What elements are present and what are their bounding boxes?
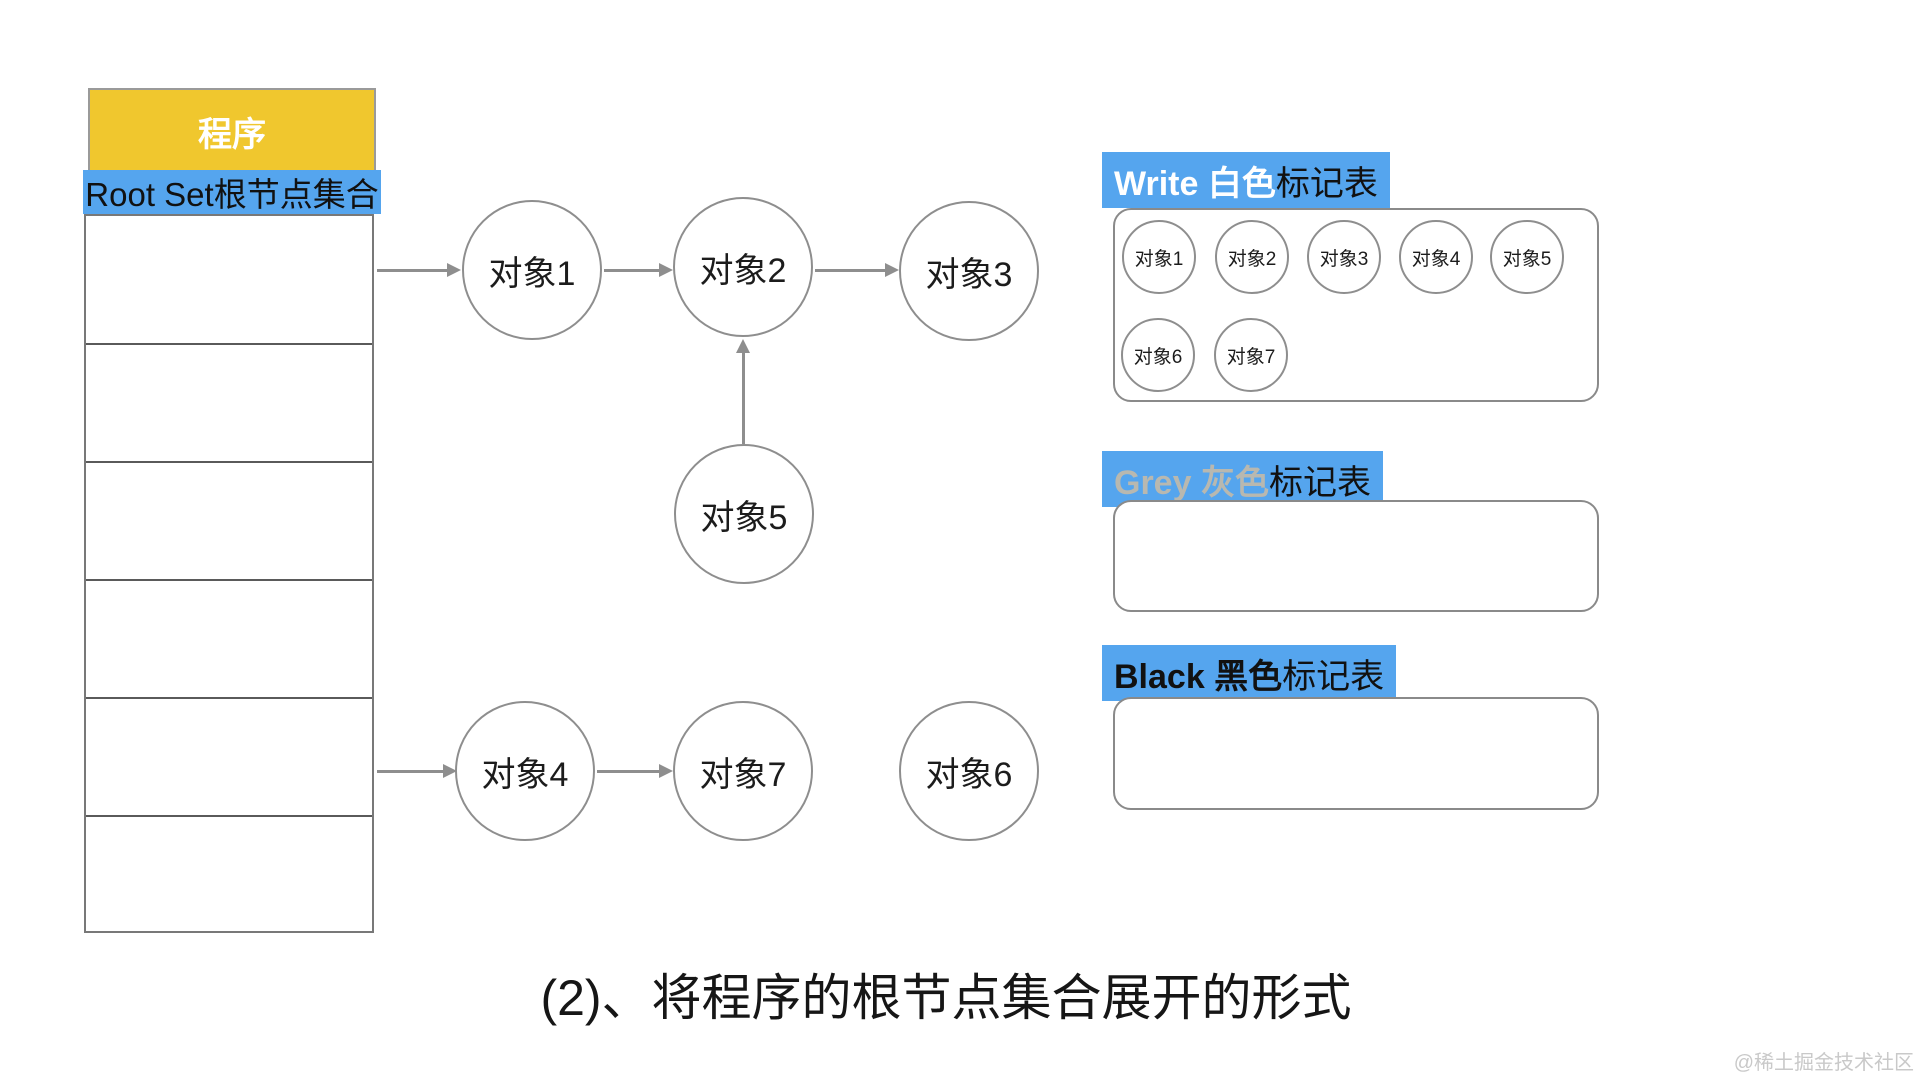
arrow-obj4-to-obj7 [597,770,660,773]
white-mark-title-highlight: Write 白色 [1114,164,1276,203]
graph-node-obj5: 对象5 [674,444,814,584]
arrowhead-obj1-to-obj2 [659,263,673,277]
white-table-node-obj2: 对象2 [1215,220,1289,294]
root-set-empty-row [86,817,372,931]
arrowhead-obj4-to-obj7 [659,764,673,778]
arrow-rootset-to-obj1 [377,269,448,272]
grey-mark-table-title: Grey 灰色标记表 [1102,451,1383,507]
root-set-banner: Root Set根节点集合 [83,170,381,214]
grey-mark-table-box [1113,500,1599,612]
watermark: @稀土掘金技术社区 [1733,1052,1914,1074]
white-table-node-obj5: 对象5 [1490,220,1564,294]
program-label: 程序 [198,115,266,154]
white-table-node-obj4-label: 对象4 [1411,248,1461,270]
program-header: 程序 [88,88,376,174]
graph-node-obj2-label: 对象2 [699,251,787,290]
white-table-node-obj7-label: 对象7 [1226,346,1276,368]
root-set-empty-row [86,581,372,699]
black-mark-table-box [1113,697,1599,810]
root-set-empty-row [86,216,372,345]
arrowhead-rootset-to-obj1 [447,263,461,277]
arrowhead-rootset-to-obj4 [443,764,457,778]
white-mark-title-rest: 标记表 [1275,164,1378,203]
root-set-empty-row [86,463,372,581]
graph-node-obj6-label: 对象6 [925,755,1013,794]
white-table-node-obj4: 对象4 [1399,220,1473,294]
black-mark-title-rest: 标记表 [1282,657,1385,696]
white-table-node-obj3: 对象3 [1307,220,1381,294]
black-mark-title-highlight: Black 黑色 [1114,657,1283,696]
root-set-empty-row [86,345,372,463]
white-table-node-obj1-label: 对象1 [1134,248,1184,270]
white-table-node-obj6: 对象6 [1121,318,1195,392]
white-table-node-obj2-label: 对象2 [1227,248,1277,270]
white-table-node-obj5-label: 对象5 [1502,248,1552,270]
figure-caption: (2)、将程序的根节点集合展开的形式 [540,970,1352,1026]
black-mark-table-title: Black 黑色标记表 [1102,645,1397,701]
grey-mark-title-rest: 标记表 [1268,463,1371,502]
graph-node-obj2: 对象2 [673,197,813,337]
arrow-rootset-to-obj4 [377,770,444,773]
arrow-obj5-to-obj2 [742,352,745,444]
white-table-node-obj3-label: 对象3 [1319,248,1369,270]
graph-node-obj7: 对象7 [673,701,813,841]
arrow-obj2-to-obj3 [815,269,886,272]
graph-node-obj3: 对象3 [899,201,1039,341]
root-set-table [84,214,374,933]
graph-node-obj1: 对象1 [462,200,602,340]
graph-node-obj3-label: 对象3 [925,255,1013,294]
graph-node-obj4: 对象4 [455,701,595,841]
graph-node-obj6: 对象6 [899,701,1039,841]
white-table-node-obj6-label: 对象6 [1133,346,1183,368]
white-table-node-obj1: 对象1 [1122,220,1196,294]
grey-mark-title-highlight: Grey 灰色 [1114,463,1269,502]
root-set-empty-row [86,699,372,817]
graph-node-obj1-label: 对象1 [488,254,576,293]
arrow-obj1-to-obj2 [604,269,660,272]
graph-node-obj4-label: 对象4 [481,755,569,794]
white-mark-table-title: Write 白色标记表 [1102,152,1390,208]
graph-node-obj5-label: 对象5 [700,498,788,537]
root-set-label: Root Set根节点集合 [85,176,379,213]
graph-node-obj7-label: 对象7 [699,755,787,794]
arrowhead-obj2-to-obj3 [885,263,899,277]
white-table-node-obj7: 对象7 [1214,318,1288,392]
arrowhead-obj5-to-obj2 [736,339,750,353]
